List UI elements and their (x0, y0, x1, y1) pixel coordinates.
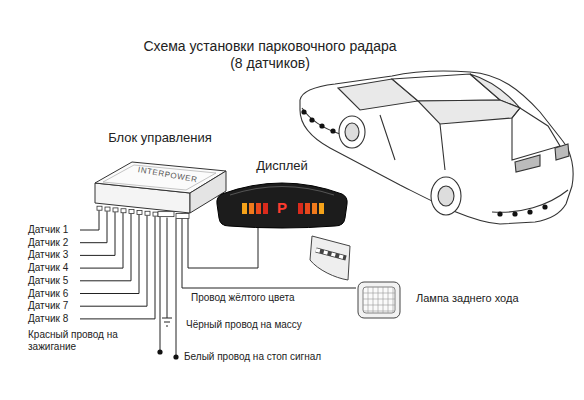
sensor-label: Датчик 3 (28, 249, 68, 261)
bumper-stripe (316, 250, 346, 258)
parking-sensor (542, 204, 547, 209)
unit-heading: Блок управления (108, 130, 212, 146)
diagram-title: Схема установки парковочного радара (8 д… (140, 38, 400, 72)
sensor-wire (80, 211, 107, 242)
wire-terminal (157, 349, 162, 354)
display-socket (176, 214, 189, 219)
distance-bar (312, 203, 317, 214)
lamp-lens (363, 287, 395, 313)
sensor-wire (80, 210, 99, 230)
bumper-panel (310, 236, 350, 280)
sensor-label: Датчик 8 (28, 313, 68, 325)
parking-sensor (301, 109, 306, 114)
lamp-grid (373, 287, 374, 313)
reverse-lamp: Лампа заднего хода (356, 280, 571, 320)
sensor-socket (113, 208, 118, 212)
display-unit: ДисплейP (212, 156, 352, 228)
unit-top-rim (103, 165, 216, 190)
distance-bar (263, 203, 268, 214)
car-wheel-hub (345, 123, 359, 141)
wire-label: Красный провод на зажигание (28, 329, 128, 353)
lamp-grid (363, 299, 395, 300)
distance-bar (319, 203, 324, 214)
sensor-socket (153, 212, 158, 216)
lamp-grid (363, 311, 395, 312)
parking-sensor (330, 128, 335, 133)
cable-label: Провод жёлтого цвета (190, 292, 296, 304)
wire-label: Чёрный провод на массу (186, 319, 302, 331)
parking-sensor (512, 211, 517, 216)
parking-sensor (319, 123, 324, 128)
distance-bar (298, 203, 303, 214)
sensor-socket (145, 211, 150, 215)
display-heading: Дисплей (256, 158, 308, 174)
sensor-label: Датчик 2 (28, 237, 68, 249)
lamp-grid (363, 305, 395, 306)
parking-sensor (497, 211, 502, 216)
lamp-grid (368, 287, 369, 313)
lamp-grid (383, 287, 384, 313)
brake-wire (176, 219, 177, 355)
wire-label: Белый провод на стоп сигнал (184, 351, 321, 363)
display-unit-shape (217, 183, 347, 228)
display-housing (217, 183, 347, 228)
control-unit-shape (95, 162, 226, 219)
distance-bar (249, 203, 254, 214)
lamp-grid (363, 293, 395, 294)
distance-bar (256, 203, 261, 214)
sensor-label: Датчик 7 (28, 300, 68, 312)
car-roof (392, 74, 500, 101)
lamp-body (358, 282, 400, 318)
sensor-wire (80, 213, 123, 268)
sensor-label: Датчик 6 (28, 288, 68, 300)
sensor-label: Датчик 1 (28, 224, 68, 236)
sensor-wire (80, 215, 139, 294)
parking-sensor (527, 209, 532, 214)
car-side-window (418, 100, 520, 124)
display-glare (230, 187, 334, 196)
sensor-socket (129, 210, 134, 214)
car-wheel (431, 177, 461, 215)
sensor-wire (80, 216, 155, 319)
control-unit: Блок управленияINTERPOWER (92, 128, 228, 213)
sensor-label: Датчик 4 (28, 262, 68, 274)
car-door-line (380, 115, 445, 170)
sensor-wire (80, 215, 147, 306)
bumper-stripe (316, 250, 346, 258)
sensor-socket (105, 207, 110, 211)
lamp-grid (393, 287, 394, 313)
sensor-wire (80, 214, 131, 281)
car-wheel-hub (438, 186, 454, 206)
distance-bar (305, 203, 310, 214)
distance-bar (242, 203, 247, 214)
lamp-label: Лампа заднего хода (416, 292, 519, 305)
wire-terminal (173, 354, 178, 359)
sensor-wire (80, 212, 115, 255)
car-front-bumper (302, 108, 340, 134)
power-socket (158, 212, 174, 217)
ground-symbol (162, 318, 172, 319)
sensor-socket (137, 210, 142, 214)
ignition-wire (160, 217, 161, 350)
car-wheel (339, 116, 365, 148)
car-tail-light (555, 144, 569, 160)
ground-wire (167, 218, 168, 318)
reverse-lamp-shape (358, 282, 400, 318)
display-symbol: P (277, 199, 287, 217)
car-trunk (512, 108, 560, 160)
sensor-socket (121, 209, 126, 213)
lamp-grid (378, 287, 379, 313)
bumper-fragment (310, 236, 350, 280)
parking-sensor (309, 117, 314, 122)
ground-symbol (164, 322, 170, 323)
car-rear-bumper (492, 190, 568, 212)
sensor-label: Датчик 5 (28, 275, 68, 287)
car-tail-light (515, 155, 540, 172)
ground-symbol (166, 326, 168, 327)
sensor-socket (97, 206, 102, 210)
lamp-grid (388, 287, 389, 313)
